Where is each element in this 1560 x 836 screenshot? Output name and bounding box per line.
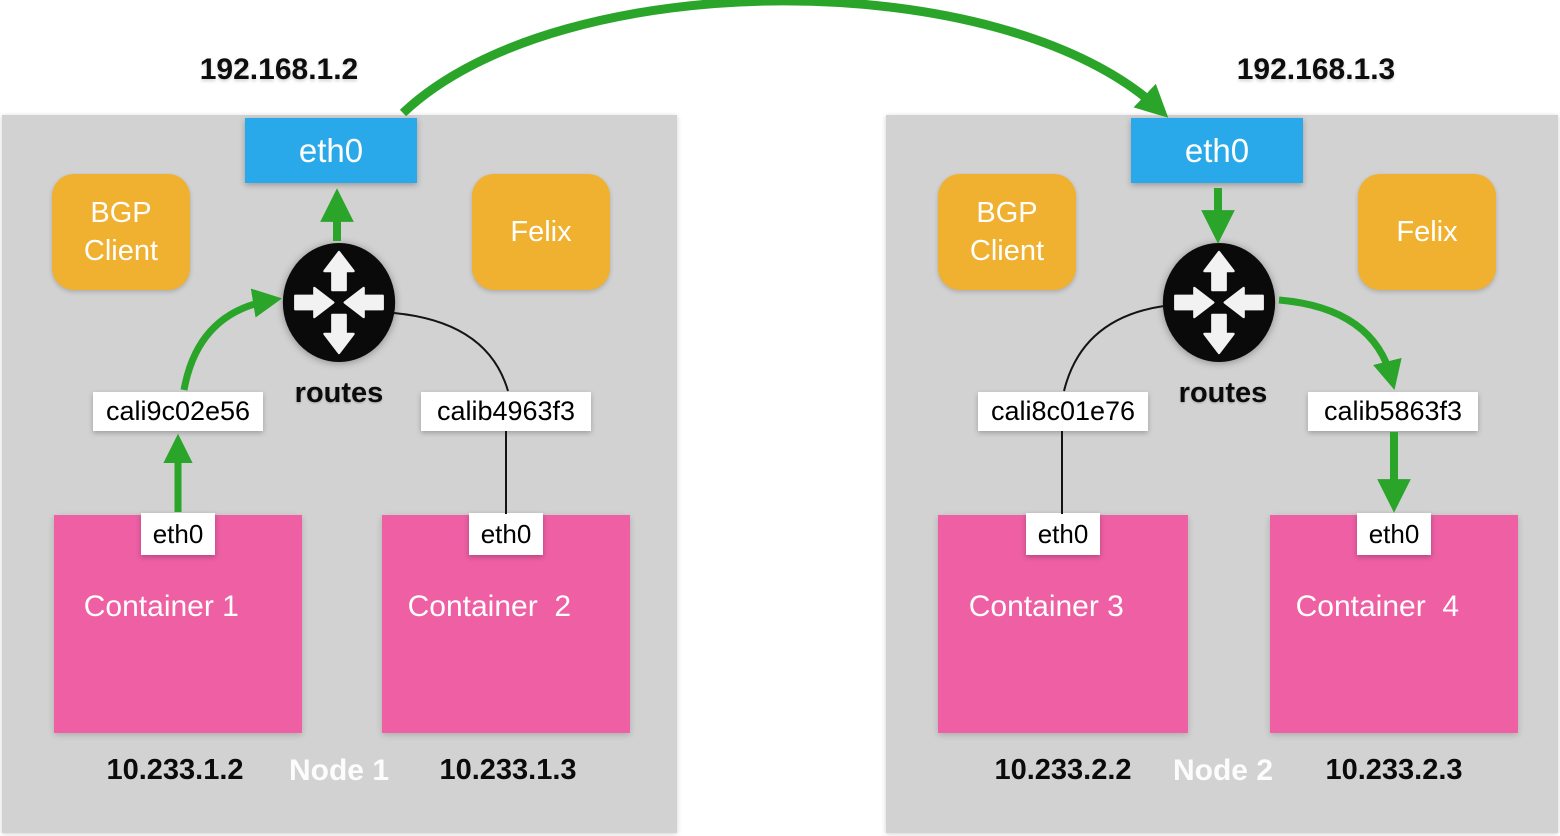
veth-label-calib5863f3: calib5863f3 (1308, 392, 1478, 431)
felix-label: Felix (510, 215, 572, 248)
bgp-client-line1: BGP (976, 196, 1038, 229)
router-icon-node1 (282, 243, 396, 362)
bgp-client-line2: Client (969, 235, 1045, 267)
container1-box: Container 1 eth0 (54, 513, 302, 733)
felix-label: Felix (1396, 215, 1458, 248)
bgp-client-box-node1: BGP Client (52, 174, 190, 290)
node1-name-label: Node 1 (288, 754, 390, 787)
container1-eth0-tab: eth0 (141, 513, 215, 555)
bgp-client-line1: BGP (90, 196, 152, 229)
host-ip-node2: 192.168.1.3 (1236, 53, 1396, 86)
node2-panel: eth0 BGP Client Felix routes cali8c01e76… (886, 115, 1558, 833)
veth-label-cali8c01e76: cali8c01e76 (978, 392, 1148, 431)
felix-box-node2: Felix (1358, 174, 1496, 290)
router-4-way-arrows-icon (1162, 243, 1276, 362)
routes-label-node1: routes (294, 377, 384, 409)
node2-name-label: Node 2 (1172, 754, 1274, 787)
container2-ip-label: 10.233.1.3 (439, 754, 577, 786)
arrow-eth0-node1-to-eth0-node2 (399, 0, 1169, 118)
container1-ip-label: 10.233.1.2 (106, 754, 244, 786)
host-ip-node1: 192.168.1.2 (199, 53, 359, 86)
container4-box: Container 4 eth0 (1270, 513, 1518, 733)
container3-eth0-tab: eth0 (1026, 513, 1100, 555)
container2-box: Container 2 eth0 (382, 513, 630, 733)
felix-box-node1: Felix (472, 174, 610, 290)
host-eth0-node2: eth0 (1131, 118, 1303, 183)
container4-ip-label: 10.233.2.3 (1325, 754, 1463, 786)
host-eth0-node1: eth0 (245, 118, 417, 183)
bgp-client-line2: Client (83, 235, 159, 267)
veth-label-calib4963f3: calib4963f3 (421, 392, 591, 431)
container2-eth0-tab: eth0 (469, 513, 543, 555)
container4-eth0-tab: eth0 (1357, 513, 1431, 555)
routes-label-node2: routes (1178, 377, 1268, 409)
router-4-way-arrows-icon (282, 243, 396, 362)
container3-box: Container 3 eth0 (938, 513, 1188, 733)
veth-label-cali9c02e56: cali9c02e56 (93, 392, 263, 431)
node1-panel: eth0 BGP Client Felix routes cali9c02e56… (2, 115, 677, 833)
container3-ip-label: 10.233.2.2 (994, 754, 1132, 786)
bgp-client-box-node2: BGP Client (938, 174, 1076, 290)
router-icon-node2 (1162, 243, 1276, 362)
